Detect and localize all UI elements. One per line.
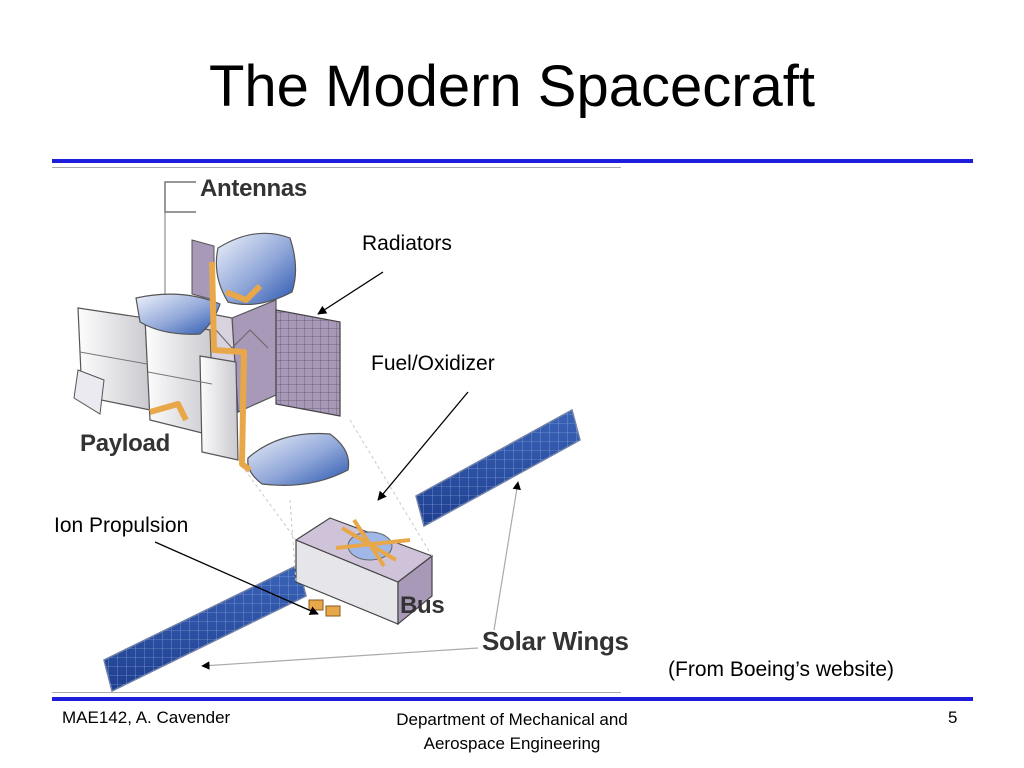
solar-wing-lower xyxy=(103,563,307,693)
bus-module xyxy=(294,517,434,626)
assembly-guides xyxy=(244,419,433,583)
footer-department: Department of Mechanical and Aerospace E… xyxy=(352,708,672,756)
radiators-callout: Radiators xyxy=(362,232,452,255)
antenna-bracket xyxy=(164,181,196,305)
figure-bottom-edge xyxy=(52,692,621,693)
solar-wings-pointers xyxy=(201,481,521,670)
page-number: 5 xyxy=(948,708,958,727)
bus-label: Bus xyxy=(400,592,445,619)
footer-divider xyxy=(52,697,973,701)
antenna-dishes xyxy=(135,232,350,486)
fuel-oxidizer-callout: Fuel/Oxidizer xyxy=(371,352,495,375)
footer-author: MAE142, A. Cavender xyxy=(62,708,231,727)
solar-wings-label: Solar Wings xyxy=(482,626,629,656)
image-credit: (From Boeing’s website) xyxy=(668,658,895,681)
radiator-panel xyxy=(275,309,341,417)
ion-propulsion-callout: Ion Propulsion xyxy=(54,514,189,537)
figure-top-edge xyxy=(52,167,621,168)
footer-department-line1: Department of Mechanical and xyxy=(396,710,628,729)
footer-department-line2: Aerospace Engineering xyxy=(423,734,601,753)
payload-label: Payload xyxy=(80,430,170,457)
solar-wing-upper xyxy=(415,408,581,528)
callout-leaders xyxy=(154,271,469,615)
fuel-piping xyxy=(149,261,263,473)
slide-title: The Modern Spacecraft xyxy=(208,54,816,119)
title-divider xyxy=(52,159,973,163)
antennas-label: Antennas xyxy=(200,175,307,202)
